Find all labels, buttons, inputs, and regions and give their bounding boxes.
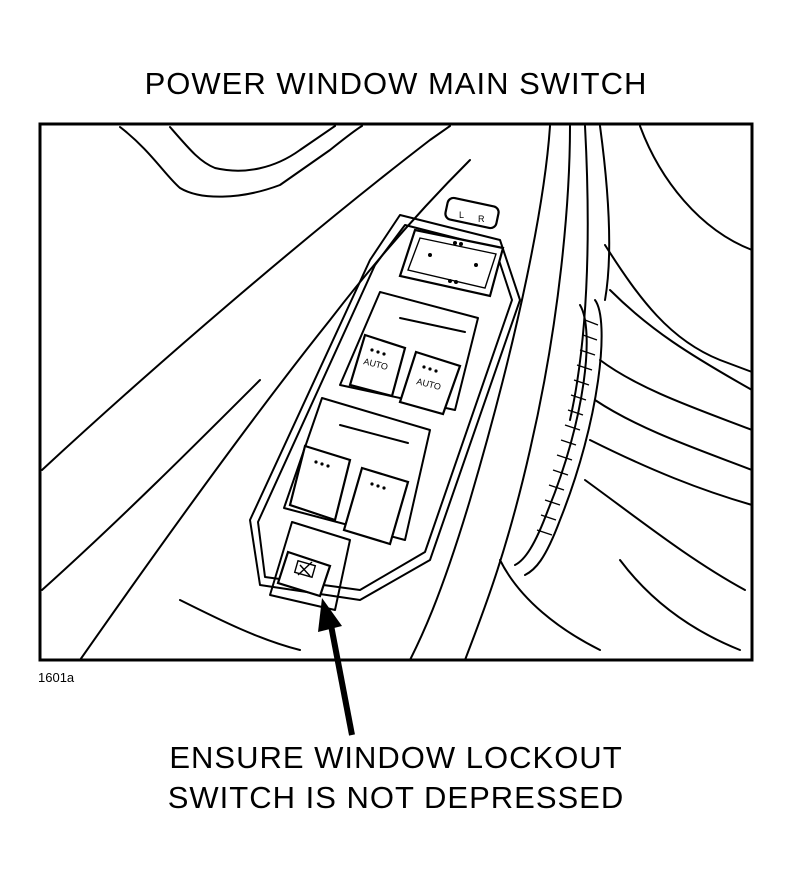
door-panel-lines bbox=[41, 125, 753, 661]
mirror-selector-switch: L R bbox=[444, 196, 500, 230]
window-lockout-switch bbox=[269, 521, 351, 611]
switch-bezel-inner bbox=[257, 224, 513, 591]
caption: ENSURE WINDOW LOCKOUT SWITCH IS NOT DEPR… bbox=[0, 738, 792, 818]
diagram-title: POWER WINDOW MAIN SWITCH bbox=[144, 66, 648, 101]
mirror-right-label: R bbox=[478, 214, 485, 224]
caption-line-1: ENSURE WINDOW LOCKOUT bbox=[169, 740, 623, 775]
front-window-switch-group: AUTO AUTO bbox=[339, 291, 479, 416]
switch-bezel bbox=[249, 214, 521, 601]
rear-right-window-switch bbox=[342, 466, 410, 546]
mirror-left-label: L bbox=[459, 210, 464, 220]
illustration-frame bbox=[38, 122, 754, 662]
rear-left-window-switch bbox=[288, 444, 352, 522]
passenger-window-switch bbox=[398, 350, 462, 416]
figure-id: 1601a bbox=[38, 670, 75, 685]
caption-line-2: SWITCH IS NOT DEPRESSED bbox=[167, 780, 625, 815]
rear-window-switch-group bbox=[283, 397, 431, 546]
arrow-to-lockout-switch bbox=[318, 598, 355, 736]
mirror-control-pad bbox=[398, 228, 505, 298]
driver-window-switch bbox=[348, 333, 407, 398]
